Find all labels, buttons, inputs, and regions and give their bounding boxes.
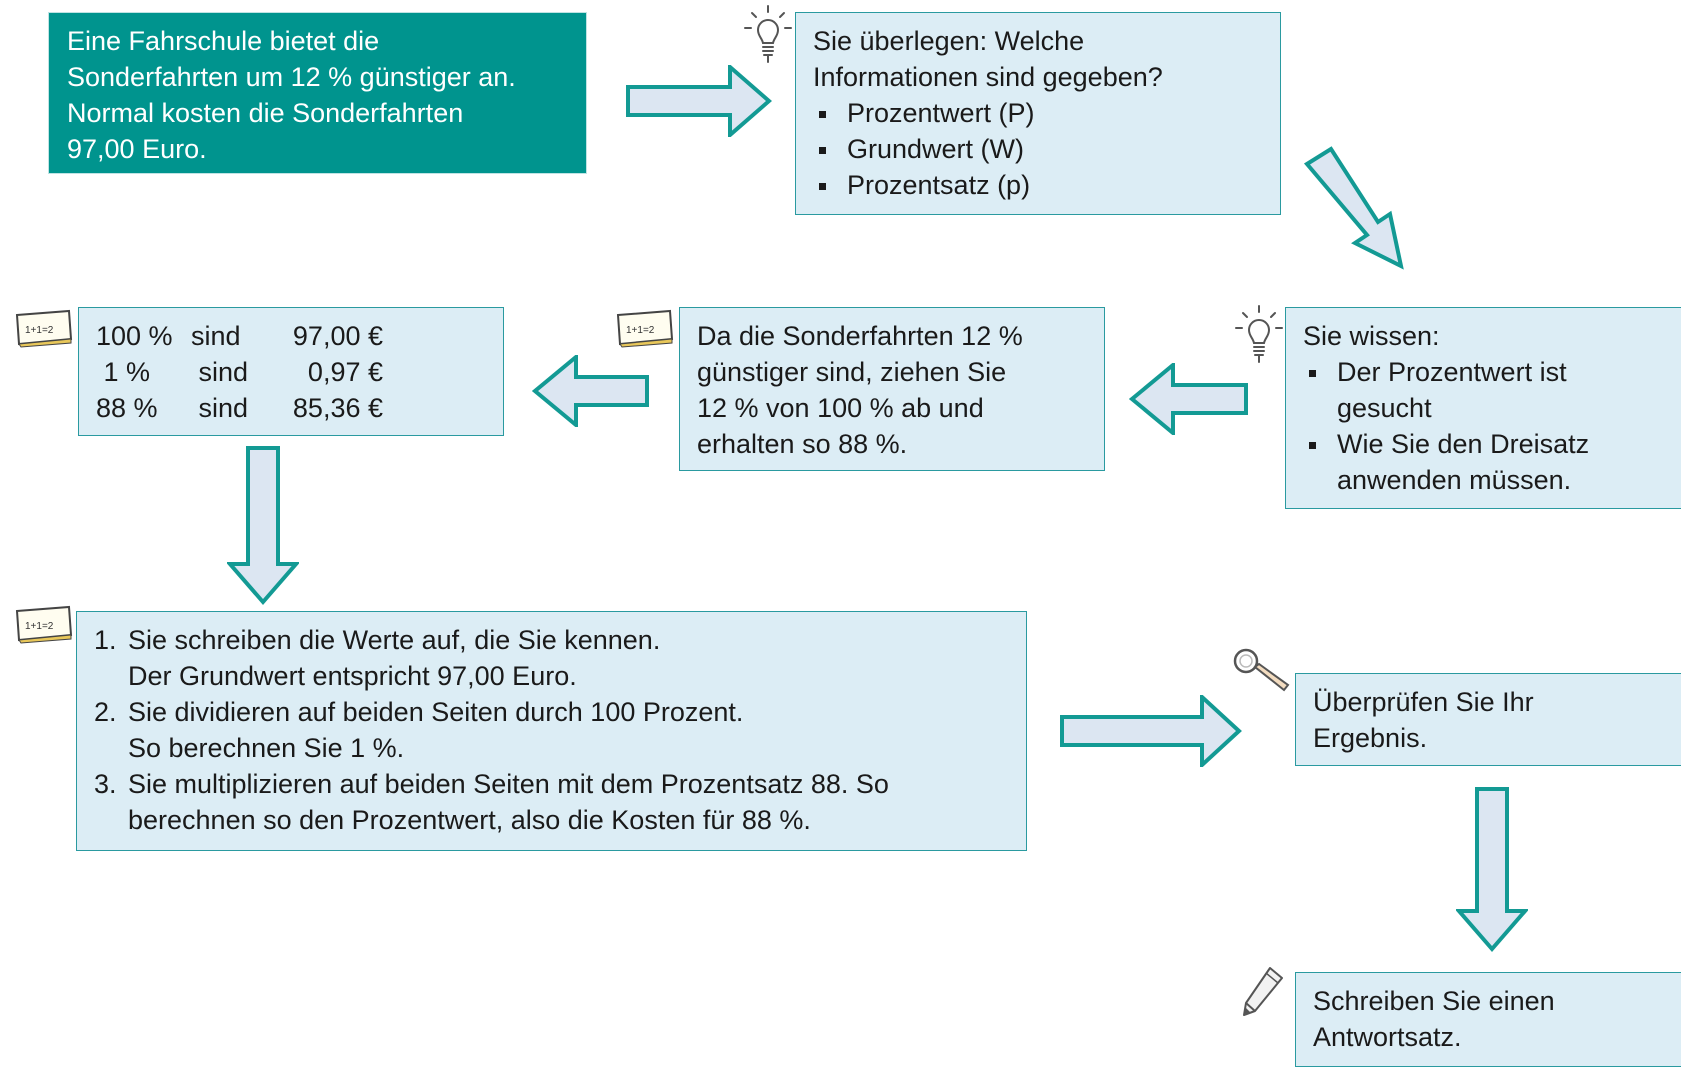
calc-percent: 1 % bbox=[96, 357, 151, 387]
lightbulb-icon bbox=[742, 4, 794, 68]
calc-row: 88 % sind 85,36 € bbox=[96, 390, 486, 426]
arrow-left-1 bbox=[1129, 363, 1249, 435]
steps-list: 1. Sie schreiben die Werte auf, die Sie … bbox=[94, 622, 1009, 838]
answer-line: Schreiben Sie einen bbox=[1313, 986, 1555, 1016]
step-number: 1. bbox=[94, 625, 117, 655]
calc-value: 97,00 € bbox=[292, 321, 383, 351]
task-line: Sonderfahrten um 12 % günstiger an. bbox=[67, 62, 516, 92]
consider-bullet: Prozentsatz (p) bbox=[813, 167, 1263, 203]
know-bullet-line: Wie Sie den Dreisatz bbox=[1337, 429, 1590, 459]
task-box: Eine Fahrschule bietet die Sonderfahrten… bbox=[48, 12, 587, 174]
step-item: 3. Sie multiplizieren auf beiden Seiten … bbox=[94, 766, 1009, 838]
arrow-diagonal bbox=[1300, 145, 1410, 270]
consider-line: Sie überlegen: Welche bbox=[813, 26, 1085, 56]
reason-line: Da die Sonderfahrten 12 % bbox=[697, 321, 1023, 351]
step-line: berechnen so den Prozentwert, also die K… bbox=[128, 805, 811, 835]
reason-box: Da die Sonderfahrten 12 % günstiger sind… bbox=[679, 307, 1105, 471]
answer-line: Antwortsatz. bbox=[1313, 1022, 1462, 1052]
consider-bullet-list: Prozentwert (P) Grundwert (W) Prozentsat… bbox=[813, 95, 1263, 203]
arrow-left-2 bbox=[532, 355, 650, 427]
know-bullet: Der Prozentwert ist gesucht bbox=[1303, 354, 1667, 426]
step-line: Sie schreiben die Werte auf, die Sie ken… bbox=[128, 625, 661, 655]
calc-word: sind bbox=[191, 393, 249, 423]
step-line: Sie dividieren auf beiden Seiten durch 1… bbox=[128, 697, 744, 727]
know-bullet-line: Der Prozentwert ist bbox=[1337, 357, 1567, 387]
step-line: Sie multiplizieren auf beiden Seiten mit… bbox=[128, 769, 889, 799]
calc-box: 100 % sind 97,00 € 1 % sind 0,97 € 88 % … bbox=[78, 307, 504, 436]
task-line: Normal kosten die Sonderfahrten bbox=[67, 98, 464, 128]
know-title: Sie wissen: bbox=[1303, 321, 1440, 351]
task-line: 97,00 Euro. bbox=[67, 134, 207, 164]
calc-value: 0,97 € bbox=[307, 357, 383, 387]
arrow-down-1 bbox=[227, 446, 299, 606]
consider-bullet: Prozentwert (P) bbox=[813, 95, 1263, 131]
step-item: 1. Sie schreiben die Werte auf, die Sie … bbox=[94, 622, 1009, 694]
magnifier-icon bbox=[1230, 645, 1292, 695]
consider-bullet: Grundwert (W) bbox=[813, 131, 1263, 167]
step-line: Der Grundwert entspricht 97,00 Euro. bbox=[128, 661, 577, 691]
math-note-icon: 1+1=2 bbox=[615, 309, 675, 349]
arrow-right-1 bbox=[626, 65, 772, 137]
steps-box: 1. Sie schreiben die Werte auf, die Sie … bbox=[76, 611, 1027, 851]
step-item: 2. Sie dividieren auf beiden Seiten durc… bbox=[94, 694, 1009, 766]
reason-line: günstiger sind, ziehen Sie bbox=[697, 357, 1007, 387]
calc-percent: 100 % bbox=[96, 321, 173, 351]
calc-word: sind bbox=[191, 357, 249, 387]
know-box: Sie wissen: Der Prozentwert ist gesucht … bbox=[1285, 307, 1681, 509]
math-note-icon: 1+1=2 bbox=[14, 309, 74, 349]
know-bullet-line: anwenden müssen. bbox=[1337, 465, 1572, 495]
calc-percent: 88 % bbox=[96, 393, 158, 423]
calc-value: 85,36 € bbox=[292, 393, 383, 423]
arrow-right-2 bbox=[1060, 695, 1242, 767]
lightbulb-icon bbox=[1233, 304, 1285, 368]
math-note-icon: 1+1=2 bbox=[14, 605, 74, 645]
reason-line: 12 % von 100 % ab und bbox=[697, 393, 984, 423]
know-bullet-line: gesucht bbox=[1337, 393, 1432, 423]
step-line: So berechnen Sie 1 %. bbox=[128, 733, 405, 763]
pencil-icon bbox=[1240, 965, 1286, 1019]
calc-word: sind bbox=[191, 321, 241, 351]
arrow-down-2 bbox=[1456, 787, 1528, 953]
answer-box: Schreiben Sie einen Antwortsatz. bbox=[1295, 972, 1681, 1067]
math-note-text: 1+1=2 bbox=[25, 621, 54, 632]
task-line: Eine Fahrschule bietet die bbox=[67, 26, 380, 56]
step-number: 2. bbox=[94, 697, 117, 727]
check-box: Überprüfen Sie Ihr Ergebnis. bbox=[1295, 673, 1681, 766]
calc-row: 100 % sind 97,00 € bbox=[96, 318, 486, 354]
step-number: 3. bbox=[94, 769, 117, 799]
math-note-text: 1+1=2 bbox=[626, 325, 655, 336]
know-bullet-list: Der Prozentwert ist gesucht Wie Sie den … bbox=[1303, 354, 1667, 498]
reason-line: erhalten so 88 %. bbox=[697, 429, 908, 459]
consider-box: Sie überlegen: Welche Informationen sind… bbox=[795, 12, 1281, 215]
math-note-text: 1+1=2 bbox=[25, 325, 54, 336]
calc-row: 1 % sind 0,97 € bbox=[96, 354, 486, 390]
check-line: Ergebnis. bbox=[1313, 723, 1428, 753]
consider-line: Informationen sind gegeben? bbox=[813, 62, 1163, 92]
know-bullet: Wie Sie den Dreisatz anwenden müssen. bbox=[1303, 426, 1667, 498]
check-line: Überprüfen Sie Ihr bbox=[1313, 687, 1534, 717]
